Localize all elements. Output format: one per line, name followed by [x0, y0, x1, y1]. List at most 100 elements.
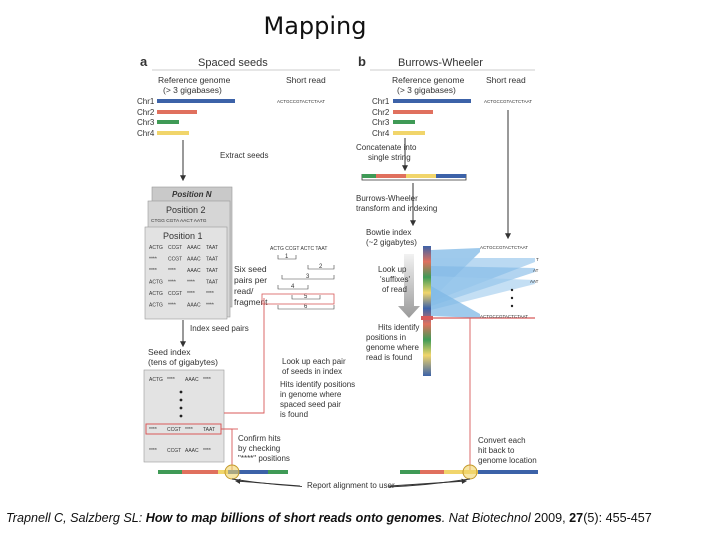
lookup-suffix-line2: 'suffixes' — [380, 275, 411, 284]
svg-text:****: **** — [203, 448, 211, 454]
panel-b-ref-size: (> 3 gigabases) — [397, 85, 456, 95]
panel-a-chr2: Chr2 — [137, 108, 155, 117]
confirm-hits-line2: by checking — [238, 444, 280, 453]
position-n-label: Position N — [172, 190, 212, 199]
mapping-figure: a Spaced seeds Reference genome (> 3 gig… — [137, 54, 539, 491]
svg-text:CCGT: CCGT — [167, 448, 181, 454]
chr3-bar — [157, 120, 179, 124]
seed-cell: TAAT — [206, 280, 218, 286]
panel-b-short-read: Short read — [486, 75, 526, 85]
panel-a-letter: a — [140, 54, 148, 69]
svg-text:****: **** — [203, 377, 211, 383]
hits-b-line4: read is found — [366, 353, 412, 362]
seed-cell: AAAC — [187, 245, 201, 251]
seed-index-bottom-row: **** CCGT AAAC **** — [149, 448, 211, 454]
bowtie-index-stripe — [423, 246, 431, 376]
bwt-line2: transform and indexing — [356, 204, 437, 213]
panel-a: a Spaced seeds Reference genome (> 3 gig… — [137, 54, 355, 480]
convert-line3: genome location — [478, 456, 537, 465]
concatenated-string — [362, 174, 466, 178]
seed-index-label: Seed index — [148, 347, 191, 357]
panel-a-chr4: Chr4 — [137, 129, 155, 138]
panel-b-genome-bar — [400, 470, 538, 474]
seed-pair-number: 4 — [291, 284, 295, 290]
seed-cell: **** — [149, 257, 157, 263]
seed-cell: **** — [149, 268, 157, 274]
bowtie-index-line2: (~2 gigabytes) — [366, 238, 417, 247]
panel-b-ref-genome: Reference genome — [392, 75, 465, 85]
panel-a-hit-marker — [224, 464, 240, 480]
lookup-suffix-line3: of read — [382, 285, 407, 294]
seed-index-dots — [179, 390, 183, 418]
seed-index-hit-row: **** CCGT **** TAAT — [149, 427, 215, 433]
seed-cell: **** — [206, 291, 214, 297]
convert-line2: hit back to — [478, 446, 515, 455]
lookup-pairs-line1: Look up each pair — [282, 357, 346, 366]
svg-text:****: **** — [149, 427, 157, 433]
seed-cell: **** — [206, 303, 214, 309]
citation-article: How to map billions of short reads onto … — [145, 511, 442, 525]
seed-pair-number: 1 — [285, 254, 289, 260]
panel-b-hit-marker — [462, 464, 478, 480]
seed-pair-bracket — [277, 255, 297, 260]
panel-b: b Burrows-Wheeler Reference genome (> 3 … — [356, 54, 539, 480]
six-seed-line1: Six seed — [234, 264, 267, 274]
hits-b-line2: positions in — [366, 333, 406, 342]
seed-index-box — [143, 369, 225, 463]
position-1-card — [144, 226, 228, 320]
seed-pair-number: 6 — [304, 304, 308, 310]
suffix-fans — [431, 248, 535, 319]
suffix-dots — [510, 288, 514, 308]
hits-identify-line2: in genome where — [280, 390, 342, 399]
read-segments: ACTG CCGT ACTC TAAT — [270, 246, 327, 252]
seed-cell: ACTG — [149, 303, 163, 309]
seed-pair-number: 5 — [304, 294, 308, 300]
panel-a-ref-genome: Reference genome — [158, 75, 231, 85]
panel-a-short-read: Short read — [286, 75, 326, 85]
hits-identify-line3: spaced seed pair — [280, 400, 341, 409]
chr1-bar — [157, 99, 235, 103]
suffix-full-bottom: ACTGCCGTACTCTAAT — [480, 314, 528, 319]
seed-pair-bracket — [277, 305, 335, 310]
panel-b-heading: Burrows-Wheeler — [398, 57, 483, 69]
seed-cell: AAAC — [187, 257, 201, 263]
search-direction-arrow — [398, 254, 420, 318]
seed-cell: CCGT — [168, 291, 182, 297]
seed-cell: AAAC — [187, 268, 201, 274]
seed-pair-bracket — [281, 275, 335, 280]
panel-a-chr1: Chr1 — [137, 97, 155, 106]
confirm-hits-line3: "****" positions — [238, 454, 290, 463]
seed-pair-bracket — [291, 295, 321, 300]
svg-text:ACTG: ACTG — [149, 377, 163, 383]
svg-text:AAAC: AAAC — [185, 377, 199, 383]
seed-cell: **** — [187, 291, 195, 297]
panel-b-read-seq: ACTGCCGTACTCTAAT — [484, 99, 532, 104]
seed-cell: TAAT — [206, 257, 218, 263]
seed-index-top-row: ACTG **** AAAC **** — [149, 377, 211, 383]
position-1-rows: ACTG CCGT AAAC TAAT **** CCGT AAAC TAAT **** ****… — [149, 245, 218, 309]
panel-b-chr1: Chr1 — [372, 97, 390, 106]
seed-pair-bracket — [277, 285, 309, 290]
citation: Trapnell C, Salzberg SL: How to map bill… — [6, 511, 720, 525]
confirm-hits-line1: Confirm hits — [238, 434, 281, 443]
seed-cell: ACTG — [149, 280, 163, 286]
chr2-bar — [157, 110, 197, 114]
panel-b-chr3: Chr3 — [372, 118, 390, 127]
suffix-t: T — [536, 257, 539, 262]
position-2-label: Position 2 — [166, 205, 206, 215]
svg-text:****: **** — [167, 377, 175, 383]
hits-b-line3: genome where — [366, 343, 419, 352]
seed-index-size: (tens of gigabytes) — [148, 357, 218, 367]
seed-cell: TAAT — [206, 268, 218, 274]
panel-b-letter: b — [358, 54, 366, 69]
svg-text:TAAT: TAAT — [203, 427, 215, 433]
position-1-label: Position 1 — [163, 231, 203, 241]
panel-a-ref-size: (> 3 gigabases) — [163, 85, 222, 95]
index-hit-mark — [421, 316, 433, 320]
seed-pair-number: 2 — [319, 264, 323, 270]
hits-b-line1: Hits identify — [378, 323, 419, 332]
citation-authors: Trapnell C, Salzberg SL: — [6, 511, 146, 525]
seed-cell: CCGT — [168, 245, 182, 251]
position-2-row: CTGG CGTA AACT AATG — [151, 218, 207, 224]
